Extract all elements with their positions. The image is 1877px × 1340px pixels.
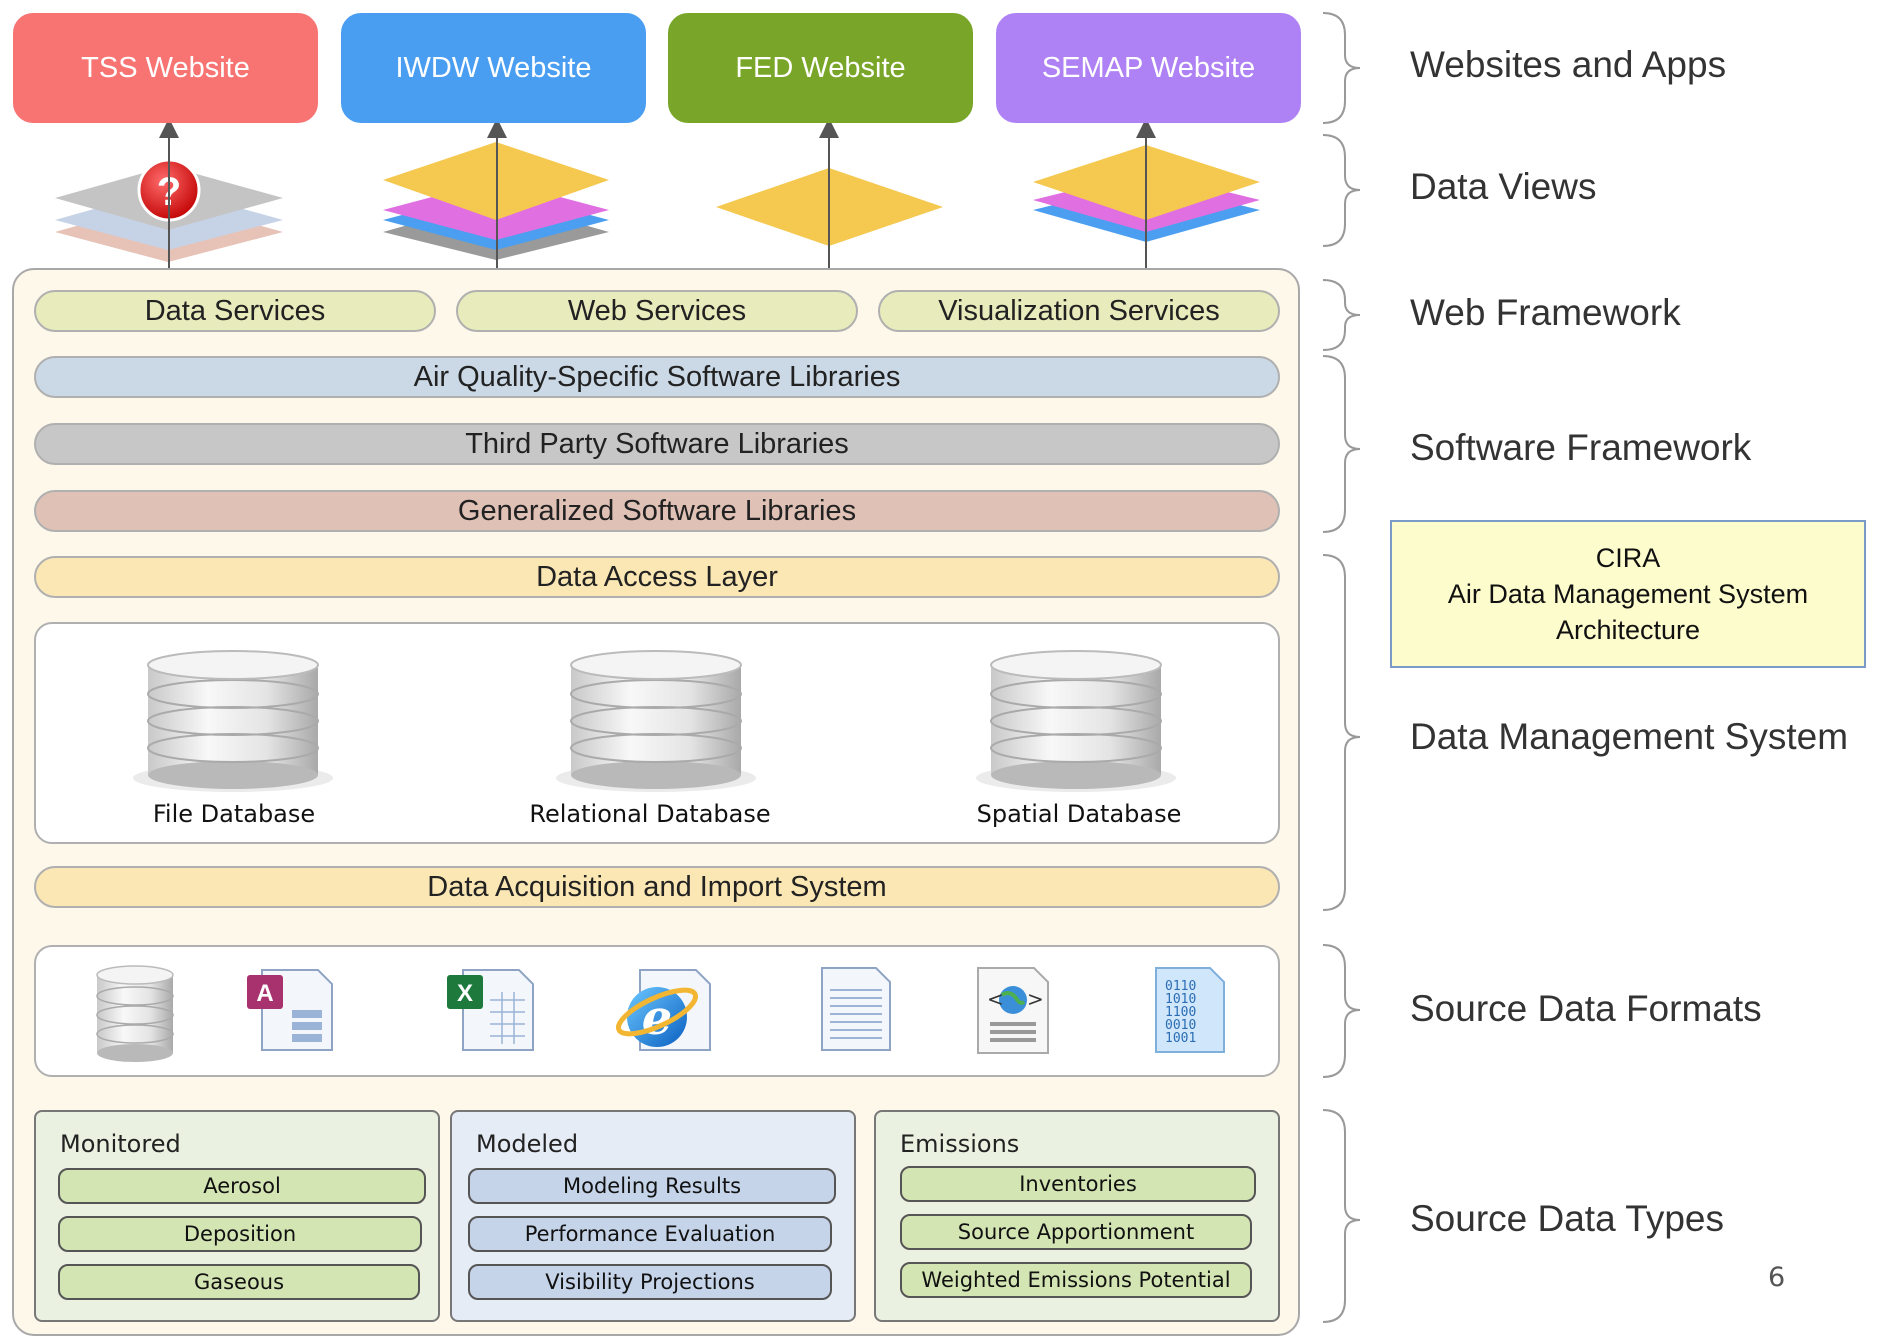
data-acquisition-pill: Data Acquisition and Import System [34,866,1280,908]
data-services-label: Data Services [144,294,326,327]
fed-website-button[interactable]: FED Website [668,13,973,123]
tss-website-label: TSS Website [81,51,250,84]
layer-braces [1322,12,1361,1323]
data-acquisition-label: Data Acquisition and Import System [427,870,887,903]
emissions-title: Emissions [900,1130,1020,1158]
performance-evaluation-label: Performance Evaluation [524,1222,776,1246]
fed-website-label: FED Website [735,51,906,84]
monitored-group: Monitored Aerosol Deposition Gaseous [34,1110,440,1322]
visualization-services-label: Visualization Services [938,294,1220,327]
layer-label-source-data-types: Source Data Types [1410,1198,1724,1239]
web-services-pill: Web Services [456,290,858,332]
semap-website-button[interactable]: SEMAP Website [996,13,1301,123]
performance-evaluation-item: Performance Evaluation [468,1216,832,1252]
inventories-label: Inventories [1019,1172,1137,1196]
view-arrows [159,118,1156,268]
deposition-label: Deposition [183,1222,297,1246]
gaseous-label: Gaseous [193,1270,285,1294]
deposition-item: Deposition [58,1216,422,1252]
visibility-projections-label: Visibility Projections [545,1270,755,1294]
cira-line-3: Architecture [1555,615,1701,645]
layer-label-data-views: Data Views [1410,166,1597,207]
visibility-projections-item: Visibility Projections [468,1264,832,1300]
cira-line-2: Air Data Management System [1447,579,1809,609]
relational-database-label: Relational Database [529,800,771,828]
generalized-libraries-pill: Generalized Software Libraries [34,490,1280,532]
generalized-libraries-label: Generalized Software Libraries [457,494,857,527]
monitored-title: Monitored [60,1130,181,1158]
third-party-libraries-pill: Third Party Software Libraries [34,423,1280,465]
file-database-label: File Database [152,800,316,828]
air-quality-libraries-label: Air Quality-Specific Software Libraries [413,360,901,393]
layer-label-software-framework: Software Framework [1410,427,1752,468]
iwdw-website-button[interactable]: IWDW Website [341,13,646,123]
tss-website-button[interactable]: TSS Website [13,13,318,123]
aerosol-item: Aerosol [58,1168,426,1204]
modeling-results-label: Modeling Results [562,1174,742,1198]
source-apportionment-item: Source Apportionment [900,1214,1252,1250]
cira-line-1: CIRA [1595,543,1661,573]
data-services-pill: Data Services [34,290,436,332]
layer-label-data-management-system: Data Management System [1410,716,1849,757]
aerosol-label: Aerosol [203,1174,281,1198]
inventories-item: Inventories [900,1166,1256,1202]
spatial-database-label: Spatial Database [976,800,1182,828]
air-quality-libraries-pill: Air Quality-Specific Software Libraries [34,356,1280,398]
source-apportionment-label: Source Apportionment [957,1220,1195,1244]
web-services-label: Web Services [567,294,747,327]
modeled-title: Modeled [476,1130,579,1158]
layer-label-web-framework: Web Framework [1410,292,1681,333]
third-party-libraries-label: Third Party Software Libraries [465,427,849,460]
iwdw-website-label: IWDW Website [395,51,592,84]
layer-label-source-data-formats: Source Data Formats [1410,988,1762,1029]
visualization-services-pill: Visualization Services [878,290,1280,332]
modeled-group: Modeled Modeling Results Performance Eva… [450,1110,856,1322]
data-access-layer-pill: Data Access Layer [34,556,1280,598]
cira-title-box: CIRA Air Data Management System Architec… [1390,520,1866,668]
weighted-emissions-potential-item: Weighted Emissions Potential [900,1262,1252,1298]
data-access-layer-label: Data Access Layer [536,560,778,593]
page-number: 6 [1768,1262,1786,1293]
source-formats-panel [34,945,1280,1077]
emissions-group: Emissions Inventories Source Apportionme… [874,1110,1280,1322]
layer-label-websites-and-apps: Websites and Apps [1410,44,1727,85]
modeling-results-item: Modeling Results [468,1168,836,1204]
gaseous-item: Gaseous [58,1264,420,1300]
weighted-emissions-potential-label: Weighted Emissions Potential [921,1268,1231,1292]
semap-website-label: SEMAP Website [1041,51,1256,84]
